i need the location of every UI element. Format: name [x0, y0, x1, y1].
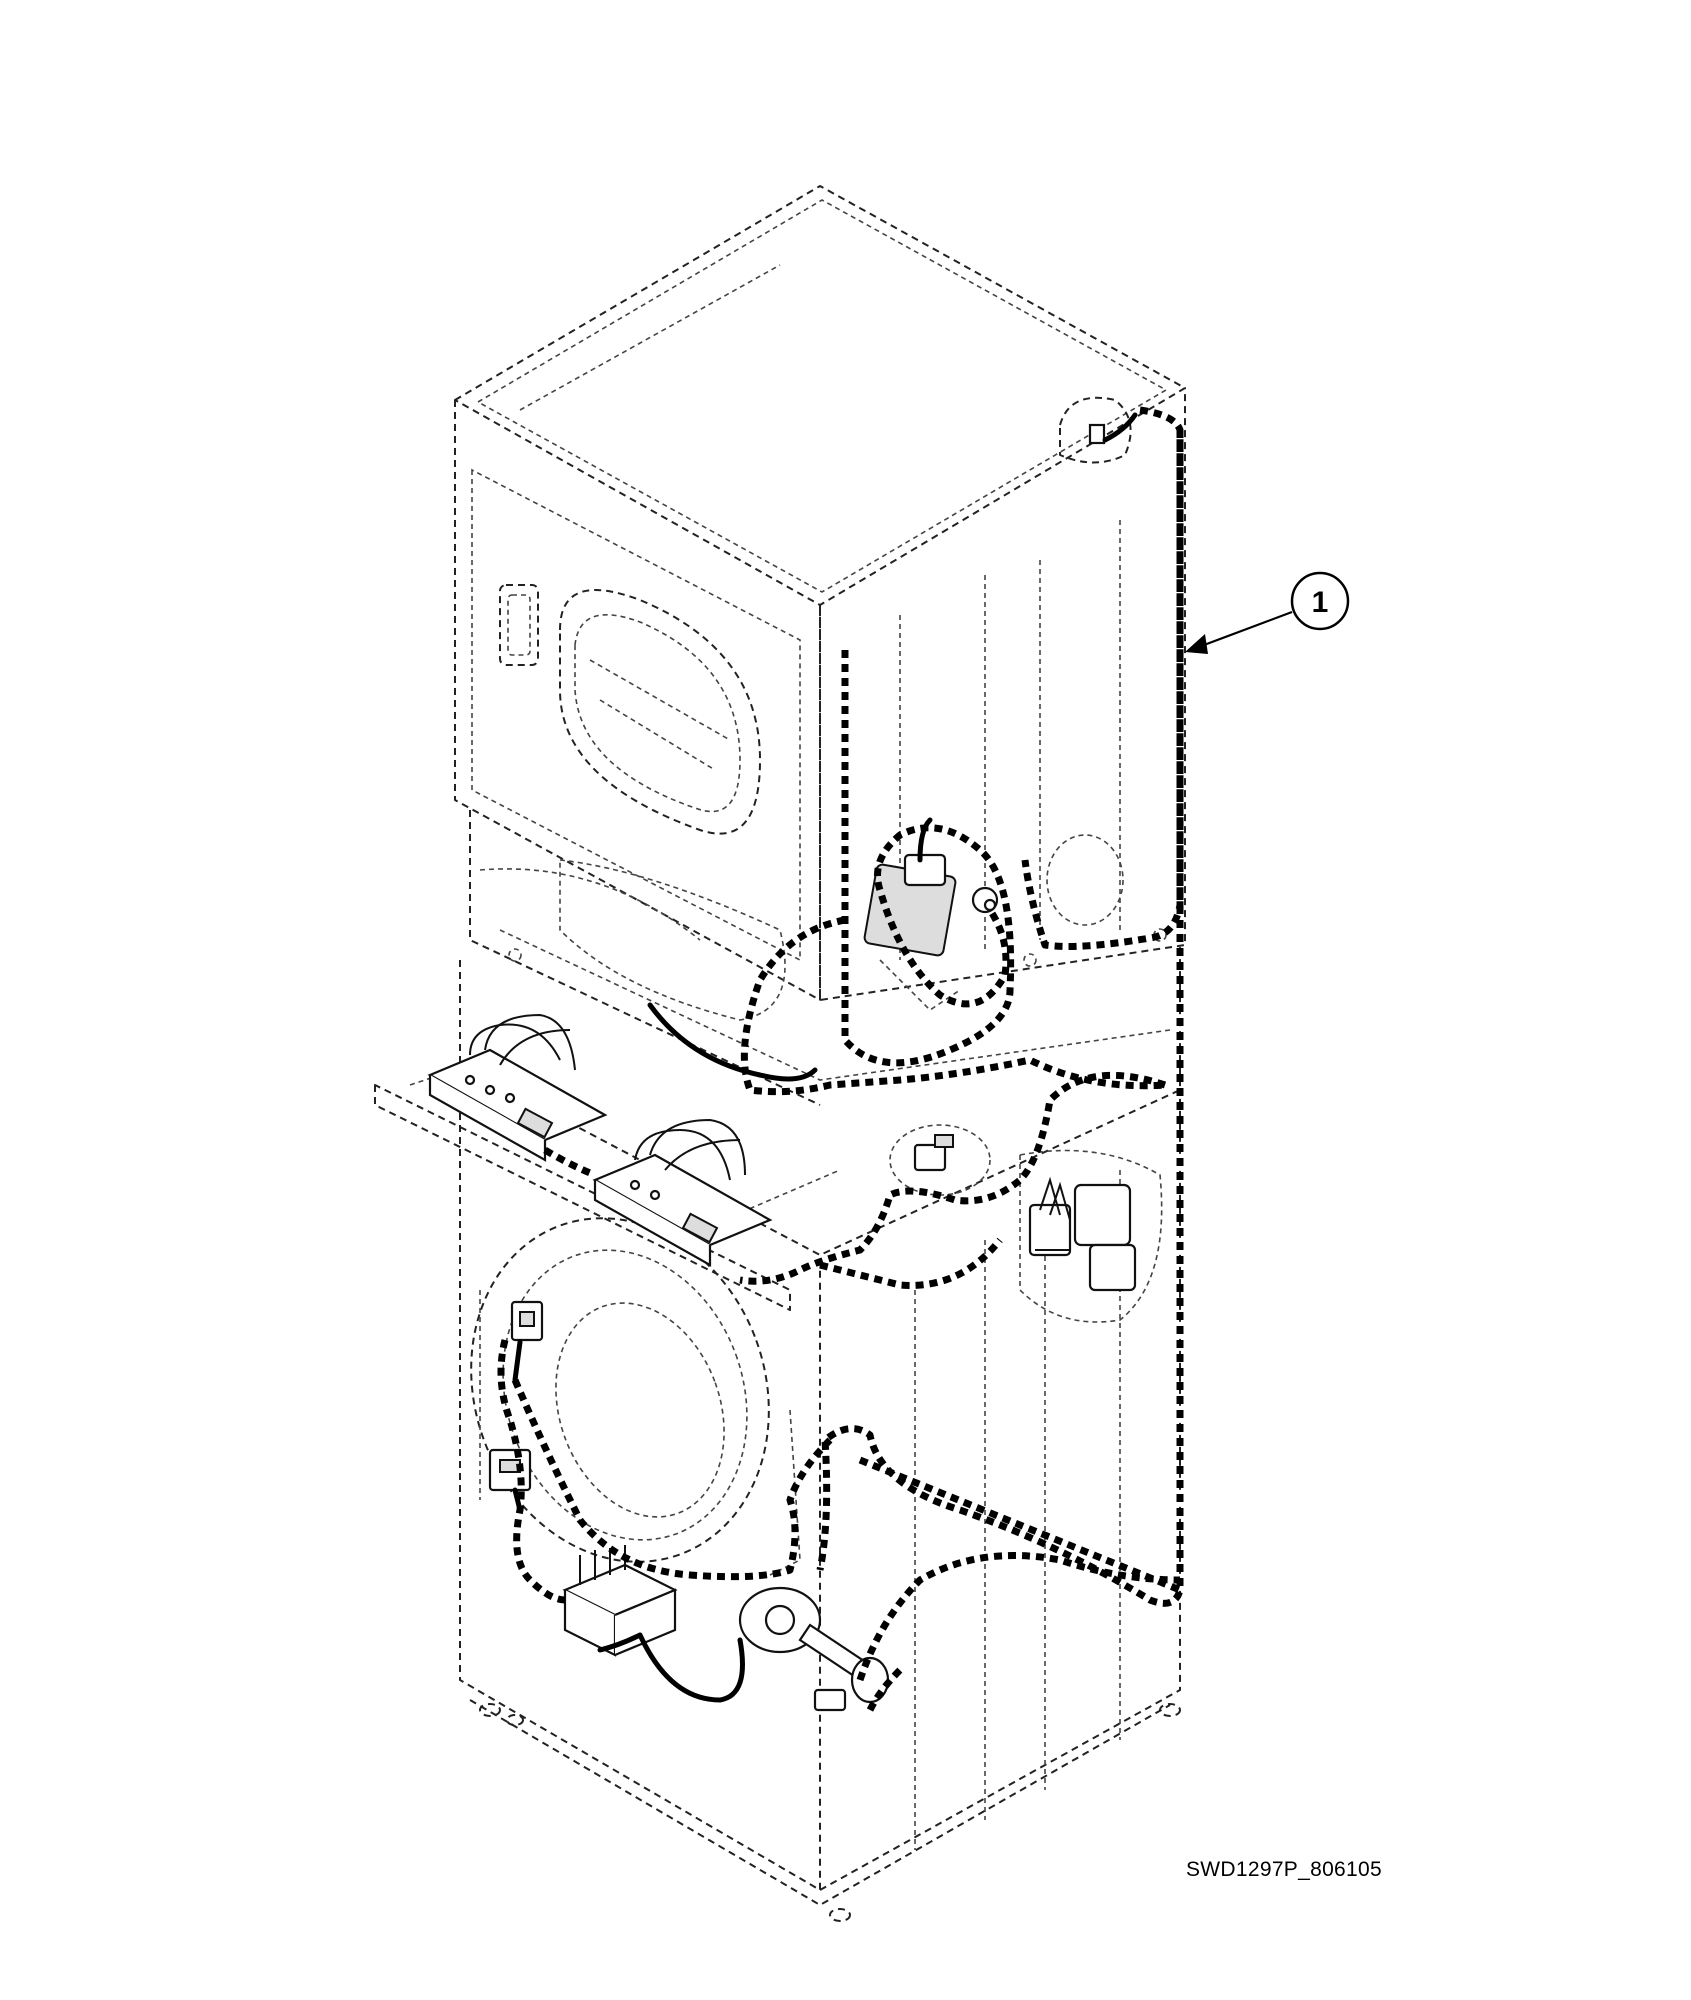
dryer-duct-cable: [647, 1002, 818, 1082]
callout-1: 1: [1185, 571, 1350, 654]
door-switch: [889, 1124, 991, 1196]
control-board-left: [427, 1013, 608, 1162]
dryer-terminal-block: [1059, 396, 1138, 464]
washer-inlet-valves: [1019, 1149, 1163, 1323]
dryer-cabinet: [454, 185, 1186, 1106]
drawing-id: SWD1297P_806105: [1186, 1858, 1382, 1881]
door-lock: [510, 1300, 544, 1383]
control-board-right: [592, 1118, 773, 1267]
wiring-harness: [497, 406, 1184, 1712]
callout-number: 1: [1312, 586, 1329, 619]
drain-pump: [597, 1586, 890, 1712]
